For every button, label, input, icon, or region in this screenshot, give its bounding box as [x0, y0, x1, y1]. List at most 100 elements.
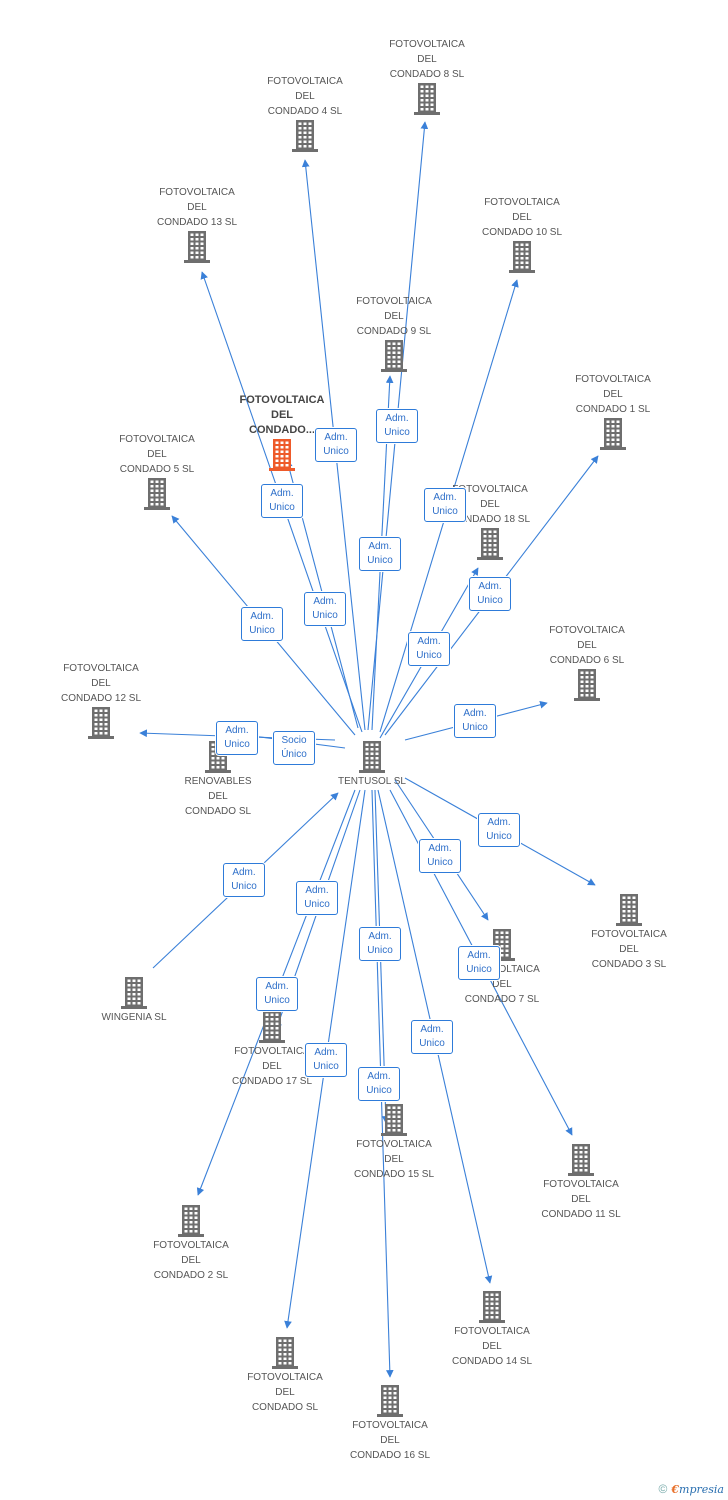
relation-tag[interactable]: Adm.Unico: [296, 881, 338, 915]
company-node-c4[interactable]: FOTOVOLTAICA DEL CONDADO 4 SL: [250, 74, 360, 153]
company-label[interactable]: FOTOVOLTAICA DEL CONDADO 16 SL: [349, 1420, 431, 1461]
company-label[interactable]: FOTOVOLTAICA DEL CONDADO 2 SL: [153, 1240, 229, 1281]
relation-tag[interactable]: Adm.Unico: [458, 946, 500, 980]
relation-tag-line: Unico: [462, 722, 488, 733]
company-node-c9[interactable]: FOTOVOLTAICA DEL CONDADO 9 SL: [339, 294, 449, 373]
company-node-c16[interactable]: FOTOVOLTAICA DEL CONDADO 16 SL: [335, 1384, 445, 1463]
company-label[interactable]: FOTOVOLTAICA DEL CONDADO 8 SL: [389, 39, 465, 80]
relation-tag-line: Único: [281, 749, 307, 760]
relation-tag[interactable]: Adm.Unico: [261, 484, 303, 518]
company-node-c12[interactable]: FOTOVOLTAICA DEL CONDADO 12 SL: [46, 661, 156, 740]
company-node-c8[interactable]: FOTOVOLTAICA DEL CONDADO 8 SL: [372, 37, 482, 116]
company-label[interactable]: FOTOVOLTAICA DEL CONDADO...: [239, 394, 325, 436]
company-node-highlight[interactable]: FOTOVOLTAICA DEL CONDADO...: [227, 393, 337, 472]
company-label[interactable]: WINGENIA SL: [101, 1012, 167, 1023]
building-icon: [381, 340, 407, 372]
relation-tag[interactable]: Adm.Unico: [359, 927, 401, 961]
relation-tag-line: Socio: [281, 735, 307, 746]
building-icon: [272, 1337, 298, 1369]
company-label[interactable]: FOTOVOLTAICA DEL CONDADO 3 SL: [591, 929, 667, 970]
company-label[interactable]: FOTOVOLTAICA DEL CONDADO 12 SL: [60, 663, 142, 704]
building-icon: [121, 977, 147, 1009]
company-label[interactable]: FOTOVOLTAICA DEL CONDADO 18 SL: [449, 484, 531, 525]
company-node-c3[interactable]: FOTOVOLTAICA DEL CONDADO 3 SL: [574, 893, 684, 972]
relation-tag[interactable]: Adm. Unico: [359, 537, 401, 571]
relation-tag[interactable]: Adm.Unico: [478, 813, 520, 847]
relation-tag-line: Unico: [304, 899, 330, 910]
company-node-c7[interactable]: FOTOVOLTAICA DEL CONDADO 7 SL: [447, 928, 557, 1007]
relation-tag-line: Adm.: [367, 1071, 391, 1082]
company-node-tentusol[interactable]: TENTUSOL SL: [317, 740, 427, 789]
relation-tag-line: Unico: [486, 831, 512, 842]
footer-brand[interactable]: ©€mpresia: [659, 1482, 724, 1496]
relation-tag-line: Unico: [367, 555, 393, 566]
company-node-c11[interactable]: FOTOVOLTAICA DEL CONDADO 11 SL: [526, 1143, 636, 1222]
relation-tag-line: Unico: [477, 595, 503, 606]
company-label[interactable]: FOTOVOLTAICA DEL CONDADO 13 SL: [156, 187, 238, 228]
relation-tag[interactable]: Adm.Unico: [469, 577, 511, 611]
building-icon: [88, 707, 114, 739]
company-label[interactable]: FOTOVOLTAICA DEL CONDADO 5 SL: [119, 434, 195, 475]
relation-tag-line: Adm.: [314, 1047, 338, 1058]
building-icon: [269, 439, 295, 471]
company-label[interactable]: TENTUSOL SL: [338, 776, 406, 787]
company-node-c6[interactable]: FOTOVOLTAICA DEL CONDADO 6 SL: [532, 623, 642, 702]
relation-tag[interactable]: Adm.Unico: [315, 428, 357, 462]
company-node-c10[interactable]: FOTOVOLTAICA DEL CONDADO 10 SL: [467, 195, 577, 274]
relation-tag[interactable]: Adm.Unico: [424, 488, 466, 522]
relation-tag[interactable]: Adm. Unico: [358, 1067, 400, 1101]
relation-tag[interactable]: Adm.Unico: [223, 863, 265, 897]
company-node-wingenia[interactable]: WINGENIA SL: [79, 976, 189, 1025]
company-node-cSL[interactable]: FOTOVOLTAICA DEL CONDADO SL: [230, 1336, 340, 1415]
relation-tag-line: Adm.: [265, 981, 289, 992]
building-icon: [477, 528, 503, 560]
building-icon: [184, 231, 210, 263]
company-label[interactable]: FOTOVOLTAICA DEL CONDADO 10 SL: [481, 197, 563, 238]
relation-tag[interactable]: Adm.Unico: [419, 839, 461, 873]
company-label[interactable]: FOTOVOLTAICA DEL CONDADO 14 SL: [451, 1326, 533, 1367]
relation-tag[interactable]: Adm.Unico: [305, 1043, 347, 1077]
relation-tag[interactable]: Adm.Unico: [408, 632, 450, 666]
company-node-c5[interactable]: FOTOVOLTAICA DEL CONDADO 5 SL: [102, 432, 212, 511]
relation-tag-line: Unico: [384, 427, 410, 438]
relation-tag-line: Unico: [466, 964, 492, 975]
building-icon: [377, 1385, 403, 1417]
relation-tag-line: Adm.: [428, 843, 452, 854]
company-label[interactable]: FOTOVOLTAICA DEL CONDADO 6 SL: [549, 625, 625, 666]
company-label[interactable]: FOTOVOLTAICA DEL CONDADO 7 SL: [464, 964, 540, 1005]
relation-tag[interactable]: Adm.Unico: [376, 409, 418, 443]
company-label[interactable]: FOTOVOLTAICA DEL CONDADO 17 SL: [231, 1046, 313, 1087]
company-node-c15[interactable]: FOTOVOLTAICA DEL CONDADO 15 SL: [339, 1103, 449, 1182]
company-node-c17[interactable]: FOTOVOLTAICA DEL CONDADO 17 SL: [217, 1010, 327, 1089]
relation-tag-line: Unico: [323, 446, 349, 457]
building-icon: [178, 1205, 204, 1237]
relation-tag[interactable]: Adm.Unico: [411, 1020, 453, 1054]
company-node-c2[interactable]: FOTOVOLTAICA DEL CONDADO 2 SL: [136, 1204, 246, 1283]
relation-tag-line: Unico: [231, 881, 257, 892]
company-node-renov[interactable]: RENOVABLES DEL CONDADO SL: [163, 740, 273, 819]
relation-tag[interactable]: Adm.Unico: [304, 592, 346, 626]
building-icon: [414, 83, 440, 115]
company-label[interactable]: FOTOVOLTAICA DEL CONDADO 4 SL: [267, 76, 343, 117]
company-node-c1[interactable]: FOTOVOLTAICA DEL CONDADO 1 SL: [558, 372, 668, 451]
company-label[interactable]: RENOVABLES DEL CONDADO SL: [184, 776, 252, 817]
company-node-c14[interactable]: FOTOVOLTAICA DEL CONDADO 14 SL: [437, 1290, 547, 1369]
relation-tag[interactable]: Adm.Unico: [454, 704, 496, 738]
relation-tag-line: Adm.: [270, 488, 294, 499]
relation-tag[interactable]: Adm.Unico: [216, 721, 258, 755]
relation-tag-line: Unico: [367, 945, 393, 956]
company-label[interactable]: FOTOVOLTAICA DEL CONDADO 11 SL: [541, 1179, 621, 1220]
relation-tag[interactable]: Adm.Unico: [256, 977, 298, 1011]
relation-tag[interactable]: Adm.Unico: [241, 607, 283, 641]
company-label[interactable]: FOTOVOLTAICA DEL CONDADO 1 SL: [575, 374, 651, 415]
company-label[interactable]: FOTOVOLTAICA DEL CONDADO 15 SL: [353, 1139, 435, 1180]
company-node-c18[interactable]: FOTOVOLTAICA DEL CONDADO 18 SL: [435, 482, 545, 561]
company-label[interactable]: FOTOVOLTAICA DEL CONDADO 9 SL: [356, 296, 432, 337]
relation-tag-line: Adm.: [368, 541, 392, 552]
company-node-c13[interactable]: FOTOVOLTAICA DEL CONDADO 13 SL: [142, 185, 252, 264]
company-label[interactable]: FOTOVOLTAICA DEL CONDADO SL: [247, 1372, 323, 1413]
relation-tag-line: Unico: [366, 1085, 392, 1096]
brand-logo: €mpresia: [671, 1483, 724, 1496]
